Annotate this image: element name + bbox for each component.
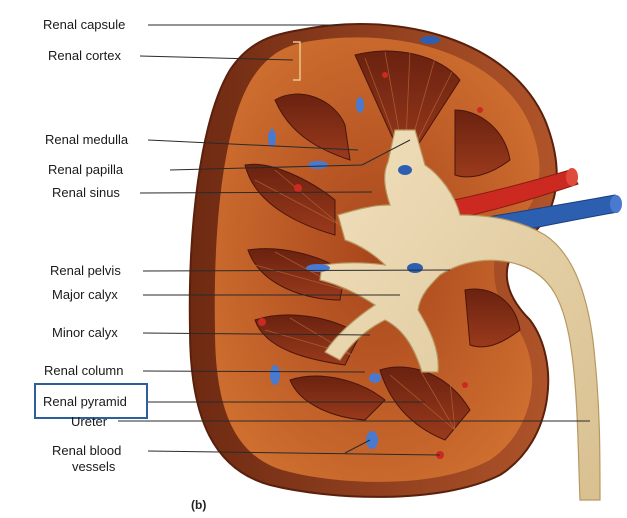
label-renal-pyramid: Renal pyramid — [43, 394, 127, 409]
label-renal-blood-vessels-line1: Renal blood — [52, 443, 121, 458]
label-renal-sinus: Renal sinus — [52, 185, 120, 200]
label-renal-papilla: Renal papilla — [48, 162, 123, 177]
label-renal-blood-vessels-line2: vessels — [72, 459, 115, 474]
label-renal-capsule: Renal capsule — [43, 17, 125, 32]
label-renal-pelvis: Renal pelvis — [50, 263, 121, 278]
label-renal-column: Renal column — [44, 363, 124, 378]
label-minor-calyx: Minor calyx — [52, 325, 118, 340]
label-renal-medulla: Renal medulla — [45, 132, 128, 147]
label-major-calyx: Major calyx — [52, 287, 118, 302]
label-ureter: Ureter — [71, 414, 107, 429]
label-renal-cortex: Renal cortex — [48, 48, 121, 63]
figure-caption: (b) — [191, 498, 206, 512]
